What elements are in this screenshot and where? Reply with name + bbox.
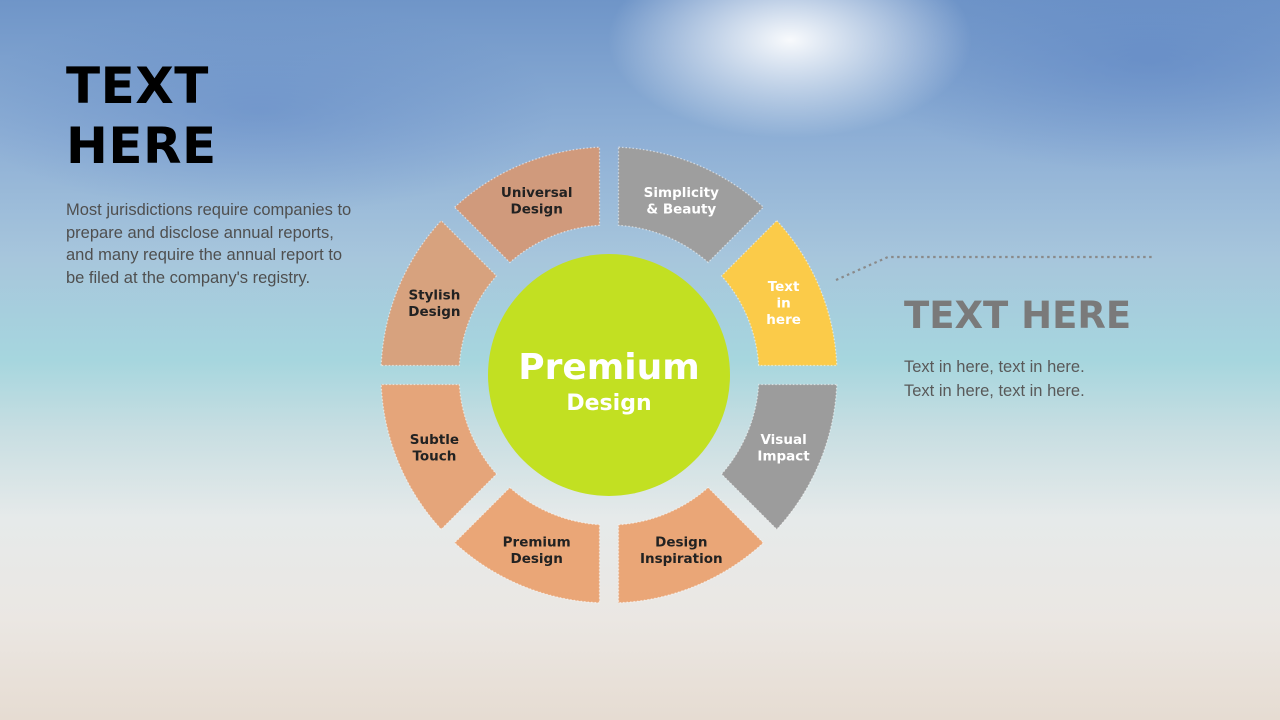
segment-3-label-line-1: Visual [760, 432, 806, 448]
segment-8-label-line-1: Universal [501, 185, 573, 201]
segment-2-shape [720, 219, 838, 367]
segment-2-label-line-2: in [776, 296, 790, 312]
right-title: TEXT HERE [904, 294, 1132, 337]
segment-6-label-line-2: Touch [412, 449, 456, 465]
segment-7-shape [380, 219, 498, 367]
segment-8-shape [453, 146, 601, 264]
segment-1-label-line-1: Simplicity [644, 185, 719, 201]
left-title-line-2: HERE [66, 117, 217, 175]
segment-1-shape [617, 146, 765, 264]
connector-line [835, 255, 1152, 282]
center-circle [488, 254, 730, 496]
center-label-line-2: Design [566, 391, 651, 416]
segment-4-label-line-2: Inspiration [640, 551, 723, 567]
left-description-line-1: Most jurisdictions require companies to [66, 201, 352, 219]
left-description-line-4: be filed at the company's registry. [66, 268, 311, 287]
segment-7-label-line-1: Stylish [408, 287, 460, 303]
segment-3-label-line-2: Impact [757, 449, 810, 465]
segment-5-shape [453, 486, 601, 604]
segment-5-label-line-2: Design [511, 551, 563, 567]
segment-1: Simplicity& Beauty [617, 146, 765, 264]
segment-2-label-line-3: here [766, 312, 801, 328]
segment-8-label-line-2: Design [511, 202, 563, 218]
right-description-line-2: Text in here, text in here. [904, 381, 1085, 400]
segment-5-label-line-1: Premium [503, 534, 571, 550]
segment-7-label-line-2: Design [408, 304, 460, 320]
segment-4-shape [617, 486, 765, 604]
segment-1-label-line-2: & Beauty [646, 202, 716, 218]
segment-2-label-line-1: Text [768, 279, 800, 295]
left-description-line-2: prepare and disclose annual reports, [66, 223, 334, 242]
left-description-line-3: and many require the annual report to [66, 246, 343, 264]
right-description: Text in here, text in here. Text in here… [904, 356, 1085, 403]
segments-group: Simplicity& BeautyTextinhereVisualImpact… [380, 146, 838, 604]
segment-6-shape [380, 383, 498, 531]
center-label-line-1: Premium [518, 347, 700, 388]
left-title-line-1: TEXT [66, 57, 209, 115]
left-title: TEXT HERE [66, 56, 217, 176]
left-description: Most jurisdictions require companies to … [66, 199, 374, 289]
segment-6-label-line-1: Subtle [410, 432, 459, 448]
right-description-line-1: Text in here, text in here. [904, 358, 1085, 376]
segment-3-shape [720, 383, 838, 531]
segment-4-label-line-1: Design [655, 534, 707, 550]
